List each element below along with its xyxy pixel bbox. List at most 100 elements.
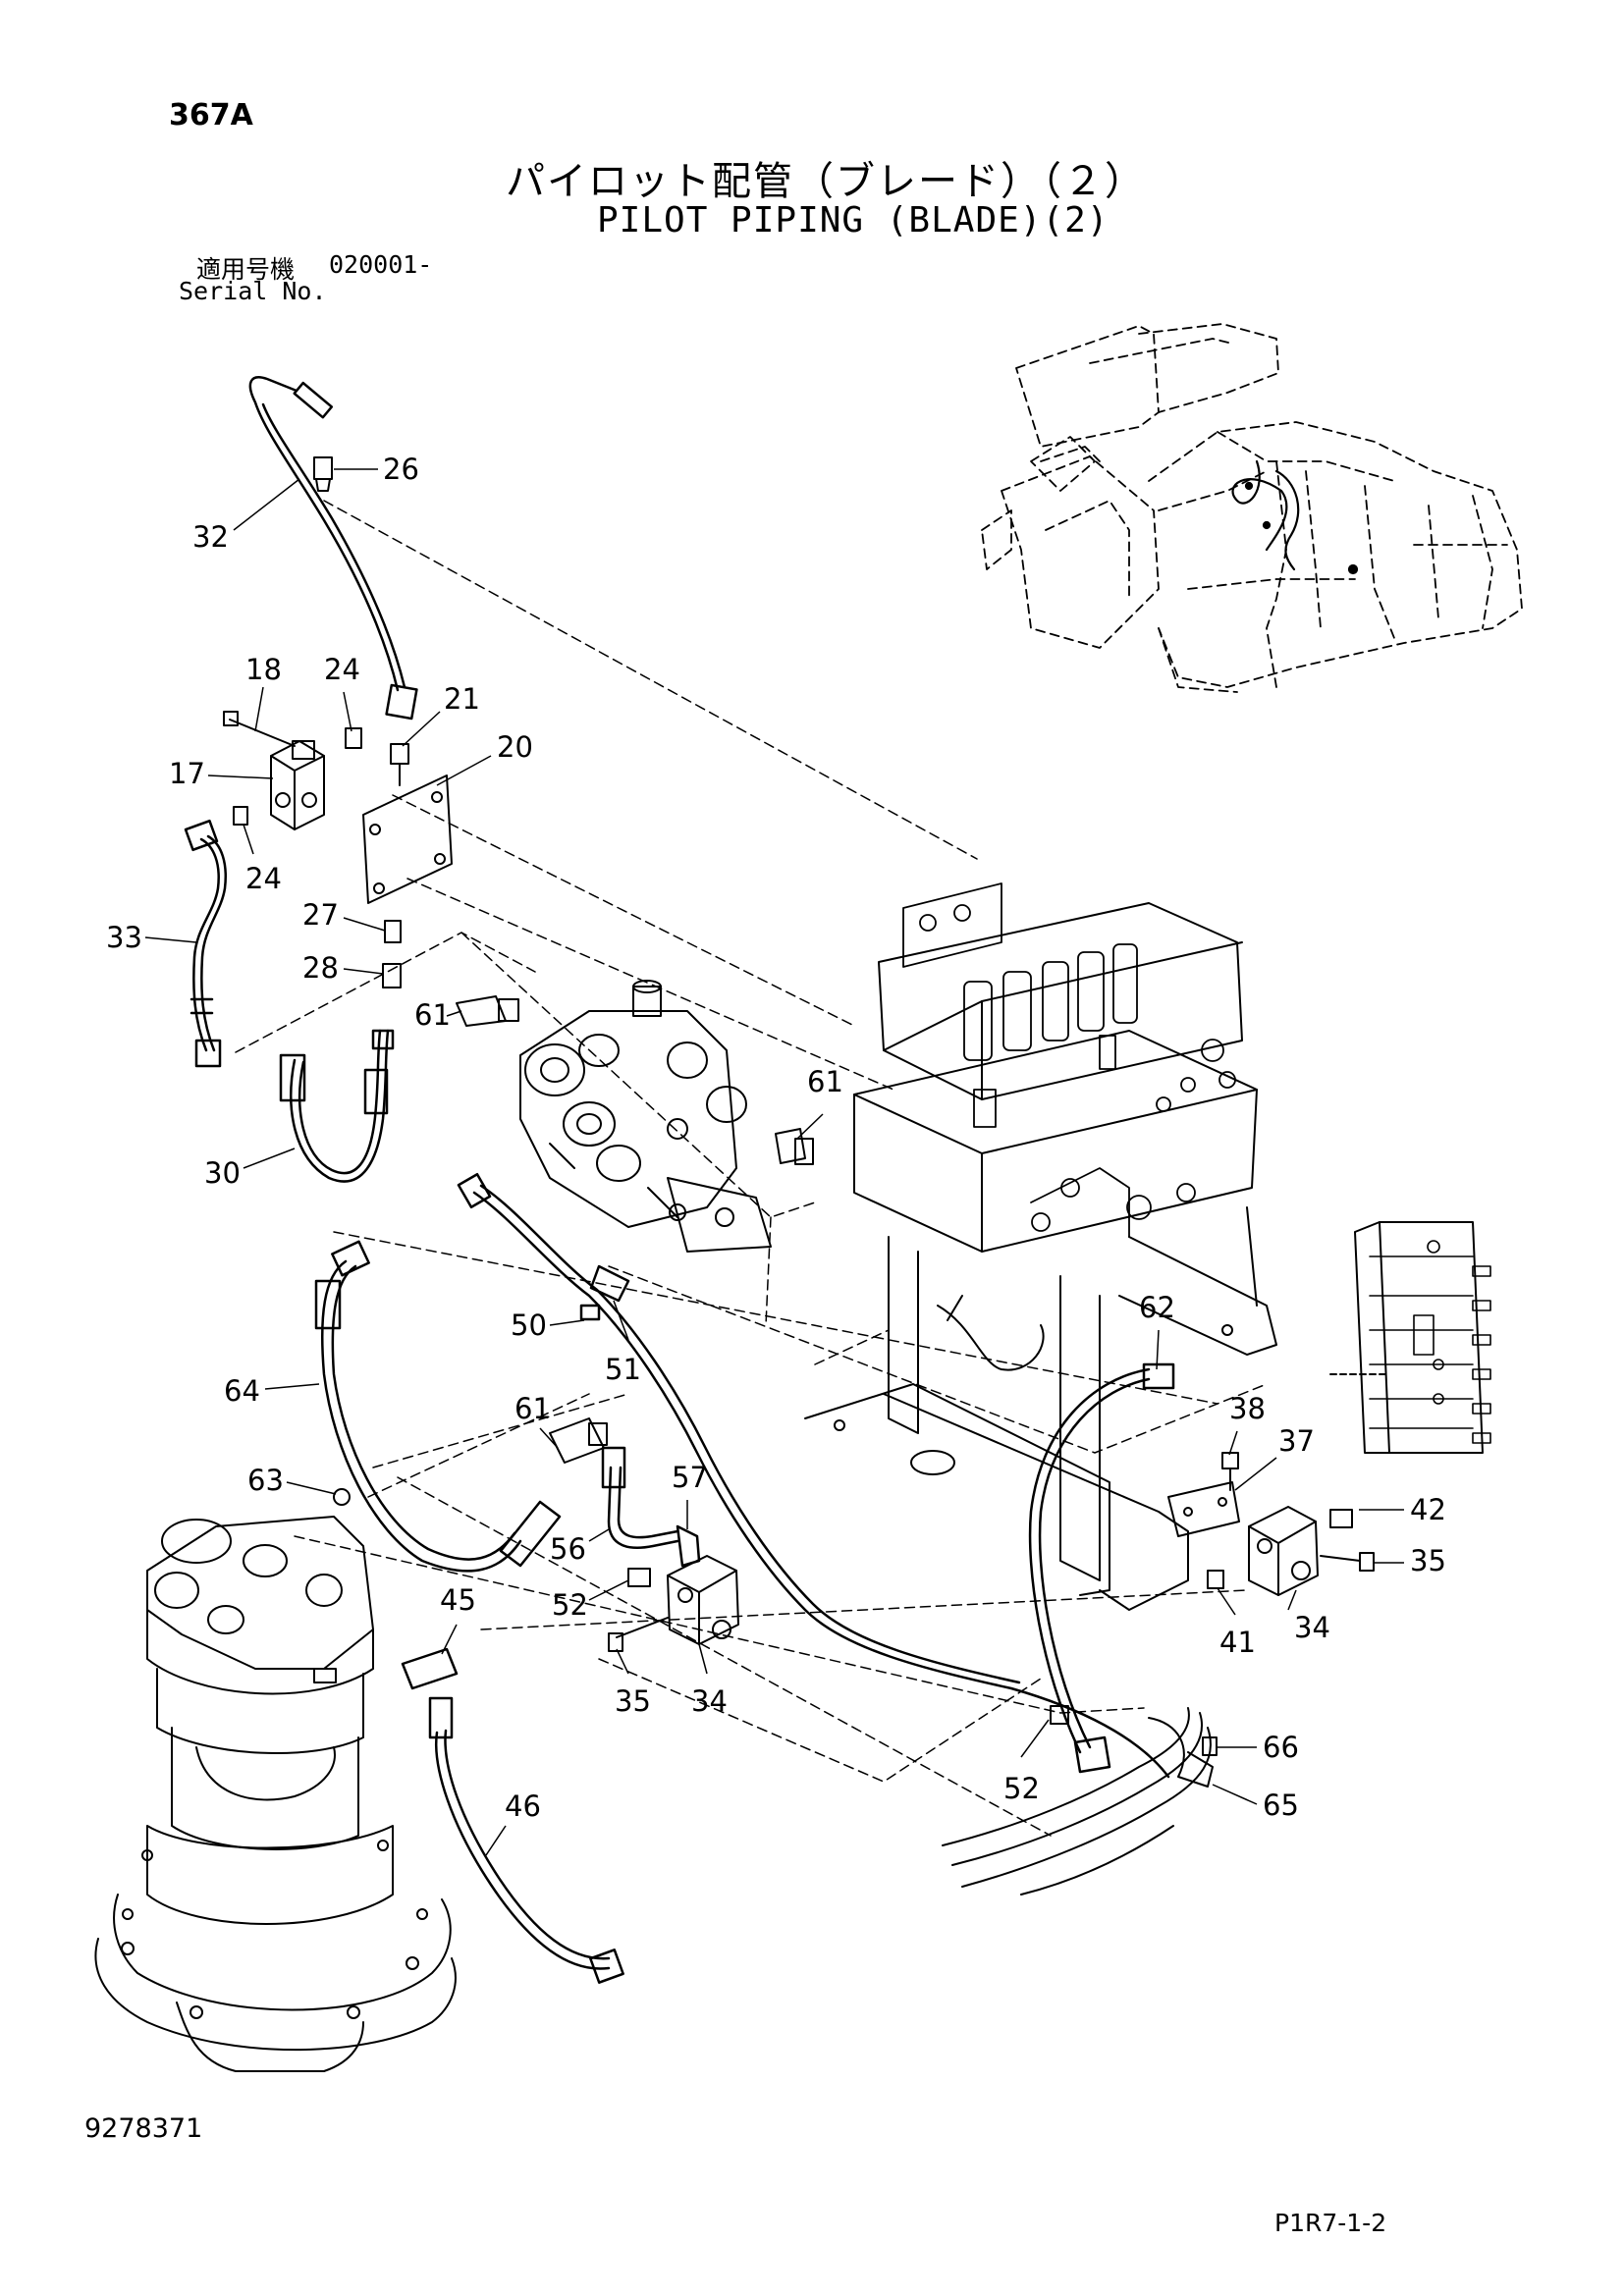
callout-28: 28 bbox=[302, 951, 384, 985]
callout-24b: 24 bbox=[243, 824, 282, 895]
svg-text:34: 34 bbox=[1294, 1611, 1330, 1644]
svg-text:24: 24 bbox=[324, 653, 360, 686]
svg-text:30: 30 bbox=[204, 1156, 241, 1190]
svg-text:27: 27 bbox=[302, 898, 339, 932]
callout-26: 26 bbox=[334, 453, 419, 486]
callout-20: 20 bbox=[436, 730, 533, 786]
callout-45: 45 bbox=[440, 1583, 476, 1655]
callout-64: 64 bbox=[224, 1374, 320, 1408]
svg-text:28: 28 bbox=[302, 951, 339, 985]
serial-value: 020001- bbox=[329, 250, 433, 279]
fitting-26 bbox=[313, 456, 333, 492]
callout-24a: 24 bbox=[324, 653, 360, 732]
svg-text:52: 52 bbox=[1003, 1772, 1040, 1805]
svg-text:51: 51 bbox=[605, 1353, 641, 1386]
callout-52b: 52 bbox=[1003, 1719, 1050, 1805]
svg-text:65: 65 bbox=[1263, 1789, 1299, 1822]
callout-50: 50 bbox=[511, 1308, 585, 1342]
callout-34b: 34 bbox=[691, 1643, 728, 1718]
callout-41: 41 bbox=[1217, 1587, 1256, 1659]
svg-text:42: 42 bbox=[1410, 1493, 1446, 1526]
svg-text:52: 52 bbox=[552, 1588, 588, 1622]
leader-lines bbox=[235, 500, 1268, 1837]
svg-text:41: 41 bbox=[1219, 1626, 1256, 1659]
callout-33: 33 bbox=[106, 921, 197, 954]
callout-56: 56 bbox=[550, 1528, 610, 1566]
svg-text:33: 33 bbox=[106, 921, 142, 954]
svg-text:61: 61 bbox=[807, 1065, 843, 1098]
callout-30: 30 bbox=[204, 1148, 296, 1190]
plate-20 bbox=[362, 774, 453, 904]
callout-52a: 52 bbox=[552, 1579, 629, 1622]
sheet-code: P1R7-1-2 bbox=[1274, 2209, 1387, 2237]
machine-location-outline bbox=[981, 323, 1523, 693]
callout-61b: 61 bbox=[796, 1065, 843, 1140]
hose-bundle-clamp-65 bbox=[942, 1705, 1218, 1896]
svg-text:18: 18 bbox=[245, 653, 282, 686]
harness-location-mark bbox=[1231, 459, 1359, 575]
callout-18: 18 bbox=[245, 653, 282, 732]
title-japanese: パイロット配管（ブレード）（２） bbox=[506, 159, 1146, 204]
svg-text:66: 66 bbox=[1263, 1731, 1299, 1764]
callout-34a: 34 bbox=[1287, 1589, 1330, 1644]
callout-46: 46 bbox=[485, 1789, 541, 1856]
serial-label-english: Serial No. bbox=[179, 277, 327, 305]
svg-text:37: 37 bbox=[1278, 1424, 1315, 1458]
callout-65: 65 bbox=[1212, 1784, 1299, 1822]
hose-46 bbox=[401, 1647, 624, 1984]
svg-text:61: 61 bbox=[414, 998, 451, 1032]
valve-block-34-left bbox=[608, 1555, 739, 1652]
control-valve-assembly bbox=[853, 882, 1258, 1253]
serial-label-japanese: 適用号機 bbox=[196, 255, 296, 284]
valve-support-frame bbox=[804, 1206, 1277, 1611]
callout-35a: 35 bbox=[1375, 1544, 1446, 1577]
svg-text:57: 57 bbox=[672, 1461, 708, 1494]
svg-text:24: 24 bbox=[245, 862, 282, 895]
svg-text:38: 38 bbox=[1229, 1392, 1266, 1425]
callout-61a: 61 bbox=[414, 998, 462, 1032]
svg-text:63: 63 bbox=[247, 1464, 284, 1497]
callout-42: 42 bbox=[1359, 1493, 1446, 1526]
svg-text:62: 62 bbox=[1139, 1291, 1175, 1324]
svg-text:20: 20 bbox=[497, 730, 533, 764]
svg-text:64: 64 bbox=[224, 1374, 260, 1408]
svg-text:34: 34 bbox=[691, 1684, 728, 1718]
title-english: PILOT PIPING (BLADE)(2) bbox=[597, 200, 1110, 240]
svg-text:17: 17 bbox=[169, 757, 205, 790]
swing-motor bbox=[94, 1488, 457, 2072]
callout-37: 37 bbox=[1234, 1424, 1315, 1491]
callout-66: 66 bbox=[1218, 1731, 1299, 1764]
svg-text:21: 21 bbox=[444, 682, 480, 716]
callout-27: 27 bbox=[302, 898, 386, 932]
callout-group: 26 32 18 24 21 20 17 24 33 27 28 61 61 3… bbox=[106, 453, 1446, 1856]
svg-text:50: 50 bbox=[511, 1308, 547, 1342]
callout-62: 62 bbox=[1139, 1291, 1175, 1370]
callout-38: 38 bbox=[1228, 1392, 1266, 1456]
svg-text:46: 46 bbox=[505, 1789, 541, 1823]
callout-32: 32 bbox=[192, 478, 300, 554]
valve-stack-right bbox=[1329, 1221, 1491, 1454]
svg-text:26: 26 bbox=[383, 453, 419, 486]
document-number: 9278371 bbox=[84, 2113, 203, 2144]
callout-61c: 61 bbox=[514, 1392, 559, 1449]
callout-35b: 35 bbox=[615, 1648, 651, 1718]
callout-57: 57 bbox=[672, 1461, 708, 1529]
svg-text:32: 32 bbox=[192, 520, 229, 554]
valve-block-34-right bbox=[1207, 1506, 1375, 1596]
svg-text:45: 45 bbox=[440, 1583, 476, 1617]
svg-text:35: 35 bbox=[1410, 1544, 1446, 1577]
valve-block-17 bbox=[223, 711, 325, 830]
svg-text:35: 35 bbox=[615, 1684, 651, 1718]
callout-17: 17 bbox=[169, 757, 274, 790]
callout-51: 51 bbox=[605, 1300, 641, 1386]
bolts-21-24 bbox=[233, 727, 409, 988]
hose-center bbox=[457, 1172, 1170, 1779]
svg-text:56: 56 bbox=[550, 1532, 586, 1566]
hose-62 bbox=[1028, 1362, 1175, 1774]
hose-64 bbox=[314, 1240, 562, 1573]
shuttle-valve-assembly bbox=[519, 980, 772, 1253]
bracket-37 bbox=[1167, 1452, 1240, 1537]
hose-30 bbox=[279, 1029, 395, 1183]
fittings-61 bbox=[456, 995, 814, 1464]
